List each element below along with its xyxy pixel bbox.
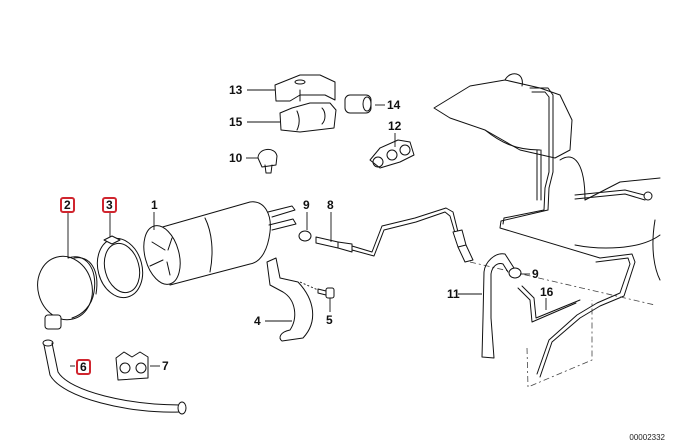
- part-6-hose: [42, 339, 187, 415]
- part-9-clamp: [298, 230, 312, 242]
- callout-7[interactable]: 7: [162, 359, 169, 373]
- callout-2[interactable]: 2: [60, 197, 75, 213]
- callout-5[interactable]: 5: [326, 313, 333, 327]
- part-11-hose: [481, 253, 515, 359]
- part-4-bracket: [266, 257, 314, 342]
- part-9-clamp-right: [508, 267, 522, 279]
- part-7-clip: [115, 351, 149, 381]
- part-5-bolt: [299, 281, 335, 299]
- part-8-pipe: [315, 207, 474, 263]
- callout-9-left[interactable]: 9: [303, 198, 310, 212]
- part-3-band-clamp: [96, 235, 144, 299]
- callout-10[interactable]: 10: [229, 151, 243, 165]
- callout-4[interactable]: 4: [254, 314, 261, 328]
- diagram-code: 00002332: [629, 433, 665, 442]
- part-15-clip: [279, 102, 337, 133]
- callout-3[interactable]: 3: [102, 197, 117, 213]
- callout-12[interactable]: 12: [388, 119, 402, 133]
- callout-14[interactable]: 14: [387, 98, 401, 112]
- callout-15[interactable]: 15: [229, 115, 243, 129]
- fuel-tank-outline: [433, 73, 661, 281]
- part-13-cover: [274, 74, 336, 102]
- part-10-clamp: [257, 149, 278, 174]
- alignment-frame: [526, 300, 593, 388]
- part-14-grommet: [344, 94, 372, 114]
- callout-6[interactable]: 6: [76, 359, 91, 375]
- callout-8[interactable]: 8: [327, 198, 334, 212]
- vent-pipes: [499, 87, 653, 378]
- part-2-cap: [37, 255, 98, 330]
- callout-16[interactable]: 16: [540, 285, 554, 299]
- part-12-multi-clip: [369, 139, 415, 169]
- alignment-line: [469, 261, 656, 306]
- callout-13[interactable]: 13: [229, 83, 243, 97]
- part-16-hose: [517, 285, 581, 323]
- callout-9-right[interactable]: 9: [532, 267, 539, 281]
- leader-lines: [67, 89, 547, 367]
- callout-1[interactable]: 1: [151, 198, 158, 212]
- callout-11[interactable]: 11: [447, 287, 460, 301]
- part-1-canister: [143, 201, 297, 286]
